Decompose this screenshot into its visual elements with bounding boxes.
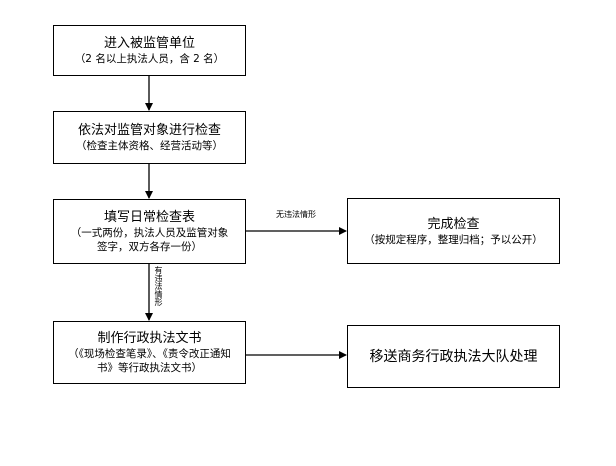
node-make-document-title: 制作行政执法文书 bbox=[97, 331, 202, 346]
edge-label-violation: 有违法情形 bbox=[154, 266, 163, 306]
node-transfer-title: 移送商务行政执法大队处理 bbox=[369, 348, 538, 365]
node-inspect-title: 依法对监管对象进行检查 bbox=[77, 123, 221, 138]
node-enter-unit: 进入被监管单位 （2 名以上执法人员，含 2 名） bbox=[53, 25, 246, 76]
node-make-document-note-line1: （《现场检查笔录》、《责令改正通知 bbox=[68, 348, 231, 360]
node-fill-form-note-line1: （一式两份，执法人员及监管对象 bbox=[70, 227, 229, 239]
node-fill-form-note-line2: 签字，双方各存一份） bbox=[97, 241, 202, 253]
node-make-document: 制作行政执法文书 （《现场检查笔录》、《责令改正通知 书》等行政执法文书） bbox=[53, 321, 246, 384]
node-inspect-note: （检查主体资格、经营活动等） bbox=[76, 140, 223, 152]
node-complete-note: （按规定程序，整理归档；予以公开） bbox=[364, 233, 543, 246]
node-fill-form-title: 填写日常检查表 bbox=[103, 210, 195, 225]
node-transfer: 移送商务行政执法大队处理 bbox=[347, 325, 560, 388]
node-complete-title: 完成检查 bbox=[427, 216, 480, 232]
node-inspect: 依法对监管对象进行检查 （检查主体资格、经营活动等） bbox=[53, 111, 246, 164]
node-make-document-note-line2: 书》等行政执法文书） bbox=[97, 362, 202, 374]
node-fill-form: 填写日常检查表 （一式两份，执法人员及监管对象 签字，双方各存一份） bbox=[53, 199, 246, 264]
node-enter-unit-note: （2 名以上执法人员，含 2 名） bbox=[74, 53, 225, 65]
node-enter-unit-title: 进入被监管单位 bbox=[103, 36, 195, 51]
node-complete: 完成检查 （按规定程序，整理归档；予以公开） bbox=[347, 198, 560, 264]
edge-label-no-violation: 无违法情形 bbox=[276, 210, 316, 219]
